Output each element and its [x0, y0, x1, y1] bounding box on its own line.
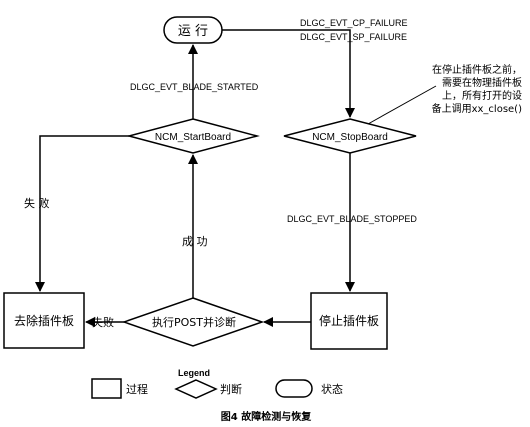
fail-bottom-label: 失败	[92, 315, 114, 329]
legend-process-swatch	[91, 378, 122, 399]
start-fail-to-remove-arrow	[35, 135, 129, 292]
legend-title: Legend	[178, 368, 210, 378]
note-line-4: 备上调用xx_close()	[432, 102, 522, 115]
stop-board-label: NCM_StopBoard	[312, 132, 388, 143]
running-state-label: 运 行	[178, 24, 208, 39]
legend-decision-swatch	[174, 379, 218, 399]
note-line-2: 需要在物理插件板	[442, 76, 522, 89]
legend-state-label: 状态	[321, 382, 343, 396]
sp-failure-label: DLGC_EVT_SP_FAILURE	[300, 32, 407, 42]
blade-started-label: DLGC_EVT_BLADE_STARTED	[130, 82, 259, 92]
start-board-label: NCM_StartBoard	[155, 132, 231, 143]
note-line-1: 在停止插件板之前，	[432, 63, 522, 76]
fail-left-label: 失 败	[24, 196, 50, 210]
note-line-3: 上，所有打开的设	[442, 89, 522, 102]
pre-stop-note: 在停止插件板之前， 需要在物理插件板 上，所有打开的设 备上调用xx_close…	[432, 63, 522, 115]
start-board-decision: NCM_StartBoard	[126, 118, 260, 154]
stop-plugin-label: 停止插件板	[319, 313, 379, 328]
cp-failure-label: DLGC_EVT_CP_FAILURE	[300, 18, 408, 28]
post-diagnose-decision: 执行POST并诊断	[121, 297, 265, 347]
stop-plugin-process: 停止插件板	[310, 292, 388, 350]
post-diagnose-label: 执行POST并诊断	[152, 315, 236, 329]
legend-process-label: 过程	[126, 383, 148, 396]
figure-caption: 图4 故障检测与恢复	[221, 410, 312, 423]
running-to-stop-arrow	[222, 29, 355, 118]
legend: Legend 过程 判断 状态	[91, 368, 343, 399]
legend-decision-label: 判断	[220, 382, 242, 396]
legend-state-swatch	[275, 379, 313, 398]
success-label: 成 功	[182, 235, 208, 248]
remove-board-process: 去除插件板	[3, 292, 85, 349]
note-pointer-line	[367, 85, 437, 125]
stop-board-decision: NCM_StopBoard	[283, 118, 417, 154]
running-state-node: 运 行	[163, 16, 223, 44]
blade-stopped-label: DLGC_EVT_BLADE_STOPPED	[287, 214, 417, 224]
remove-board-label: 去除插件板	[14, 313, 74, 328]
